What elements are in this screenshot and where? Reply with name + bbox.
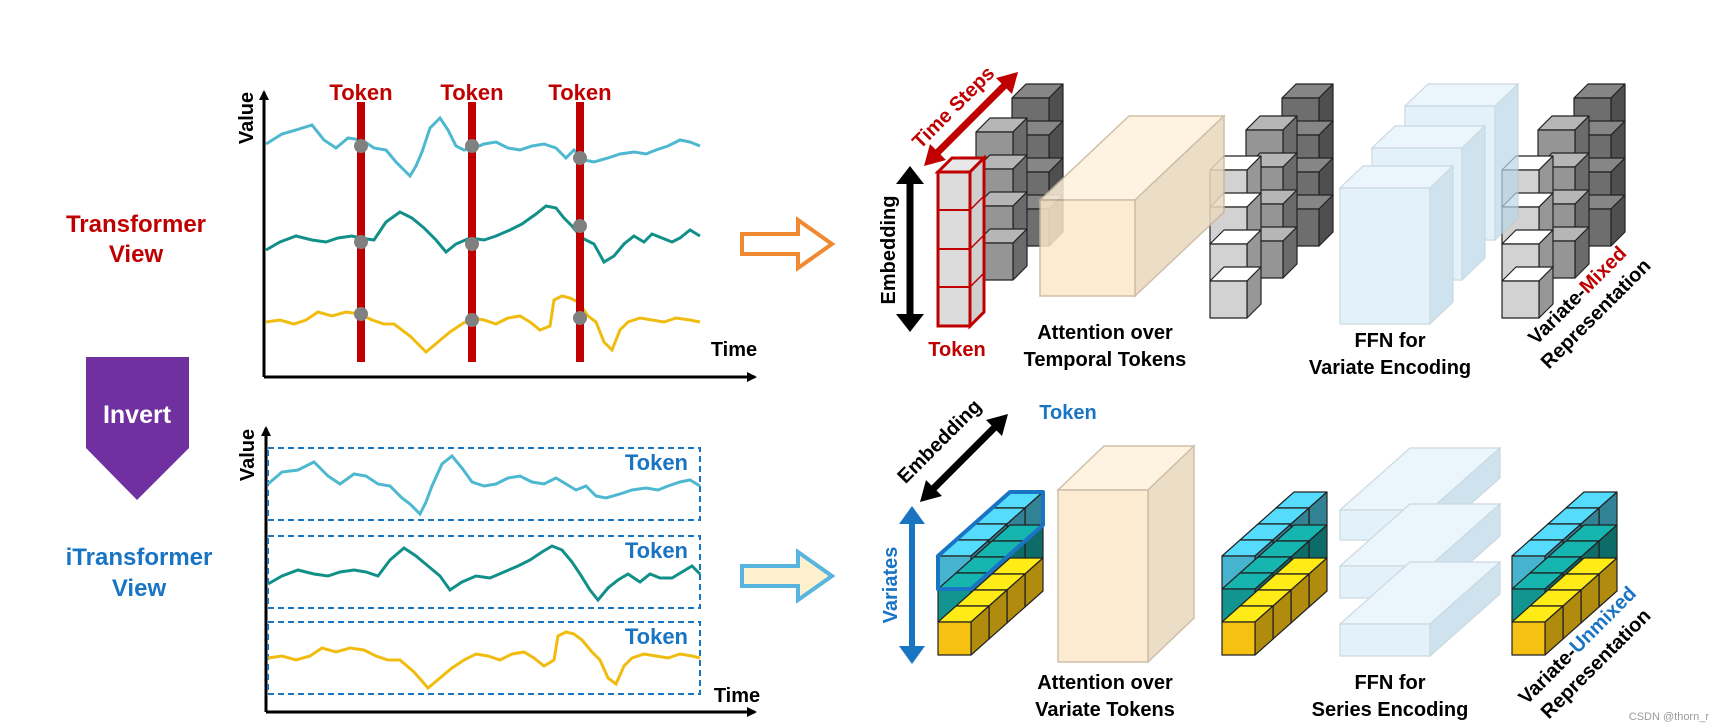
itransformer-view-label: iTransformer View (66, 544, 213, 602)
invert-arrow: Invert (86, 357, 189, 500)
top-time-series-chart: Value Time Token Token Token (236, 80, 757, 382)
token-label-2: Token (440, 80, 503, 105)
variate-token-label-3: Token (625, 624, 688, 649)
point (354, 139, 368, 153)
attention-variate-line1: Attention over (1037, 672, 1173, 694)
top-series-teal (265, 204, 701, 265)
token-label-1: Token (329, 80, 392, 105)
embedding-arrow-diagonal: Embedding (893, 395, 1008, 502)
bottom-series-teal (267, 544, 702, 603)
ffn-series-line2: Series Encoding (1312, 699, 1469, 721)
temporal-token-column (934, 154, 988, 330)
ffn-variate-line1: FFN for (1354, 330, 1425, 352)
ffn-block-front (1338, 164, 1455, 326)
top-transition-arrow (740, 216, 836, 272)
gray-cube-stacks (975, 83, 1626, 319)
token-bar-1 (357, 102, 365, 362)
variate-token-highlight (936, 490, 1045, 591)
point (465, 139, 479, 153)
attention-block-variate (1056, 444, 1196, 664)
transformer-view-label: Transformer View (66, 211, 206, 268)
bottom-y-label: Value (237, 429, 259, 481)
bottom-token-label: Token (1039, 402, 1096, 424)
top-x-label: Time (711, 339, 757, 361)
bottom-x-label: Time (714, 685, 760, 707)
attention-temporal-line1: Attention over (1037, 322, 1173, 344)
bottom-time-series-chart: Value Time Token Token Token (237, 426, 760, 717)
embedding-label-top: Embedding (878, 196, 900, 305)
point (354, 235, 368, 249)
token-intersection-points (354, 139, 587, 327)
embedding-label-bottom: Embedding (893, 395, 986, 488)
bottom-transition-arrow (740, 548, 836, 604)
top-series-yellow (265, 294, 701, 355)
top-y-label: Value (236, 92, 258, 144)
token-bar-2 (468, 102, 476, 362)
variate-token-label-2: Token (625, 538, 688, 563)
variates-arrow: Variates (880, 506, 925, 664)
itransformer-view-line1: iTransformer (66, 544, 213, 571)
bottom-series-cyan (267, 453, 701, 517)
transformer-view-line2: View (109, 241, 164, 268)
token-label-3: Token (548, 80, 611, 105)
transformer-architecture: Time Steps Embedding Token Attention ove… (878, 62, 1655, 379)
gray-cube (1501, 266, 1554, 319)
gray-cube (1209, 266, 1262, 319)
ffn-series-line1: FFN for (1354, 672, 1425, 694)
watermark: CSDN @thorn_r (1628, 711, 1709, 723)
point (573, 219, 587, 233)
top-token-label: Token (928, 339, 985, 361)
yellow-cube (1221, 605, 1274, 656)
itransformer-view-line2: View (112, 575, 167, 602)
variate-token-label-1: Token (625, 450, 688, 475)
bottom-series-yellow (267, 630, 701, 691)
invert-label: Invert (103, 401, 172, 429)
point (573, 311, 587, 325)
attention-block-temporal (1038, 114, 1226, 298)
colored-cube-rows (936, 490, 1618, 656)
top-series-cyan (265, 115, 701, 179)
ffn-slabs-series (1338, 446, 1502, 658)
variates-label: Variates (880, 547, 902, 624)
yellow-cube (1511, 605, 1564, 656)
ffn-blocks-variate (1338, 82, 1520, 326)
attention-variate-line2: Variate Tokens (1035, 699, 1175, 721)
point (465, 313, 479, 327)
point (573, 151, 587, 165)
attention-temporal-line2: Temporal Tokens (1024, 349, 1187, 371)
point (465, 237, 479, 251)
ffn-slab-bottom (1338, 560, 1502, 658)
itransformer-architecture: Embedding Token Variates Attention over … (880, 395, 1655, 723)
embedding-arrow-vertical: Embedding (878, 166, 924, 332)
ffn-variate-line2: Variate Encoding (1309, 357, 1471, 379)
variate-token-box-2 (267, 535, 701, 609)
point (354, 307, 368, 321)
transformer-view-line1: Transformer (66, 211, 206, 238)
yellow-cube (937, 605, 990, 656)
